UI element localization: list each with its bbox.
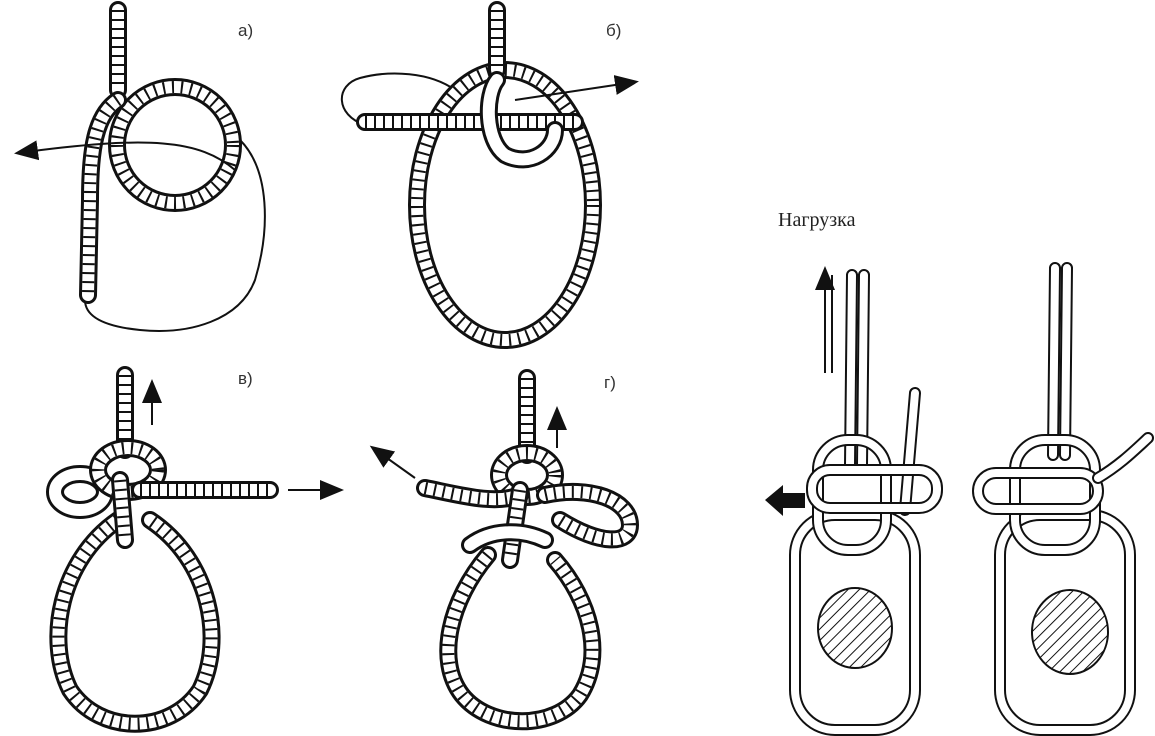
post-cross-section-right <box>1032 590 1108 674</box>
panel-label-a: а) <box>238 21 253 40</box>
load-label: Нагрузка <box>778 209 856 231</box>
panel-label-g: г) <box>604 373 616 392</box>
panel-g: г) <box>373 373 630 721</box>
panel-v: в) <box>55 369 340 724</box>
post-cross-section-left <box>818 588 892 668</box>
loaded-knot-right <box>978 268 1148 730</box>
rope-working-end-g <box>425 488 520 499</box>
loaded-knot-diagram: Нагрузка <box>765 209 1148 730</box>
panel-b: б) <box>342 10 635 340</box>
direction-arrow-g-left <box>373 448 415 478</box>
panel-label-b: б) <box>606 21 621 40</box>
rope-oval-b <box>417 70 593 340</box>
loaded-knot-left <box>795 275 937 730</box>
rope-loop-g <box>448 555 592 721</box>
pull-direction-arrow <box>765 485 805 516</box>
rope-loop-v <box>58 520 211 724</box>
rope-right-lobe-g <box>545 492 630 540</box>
panel-label-v: в) <box>238 369 253 388</box>
panel-a: а) <box>18 10 265 331</box>
